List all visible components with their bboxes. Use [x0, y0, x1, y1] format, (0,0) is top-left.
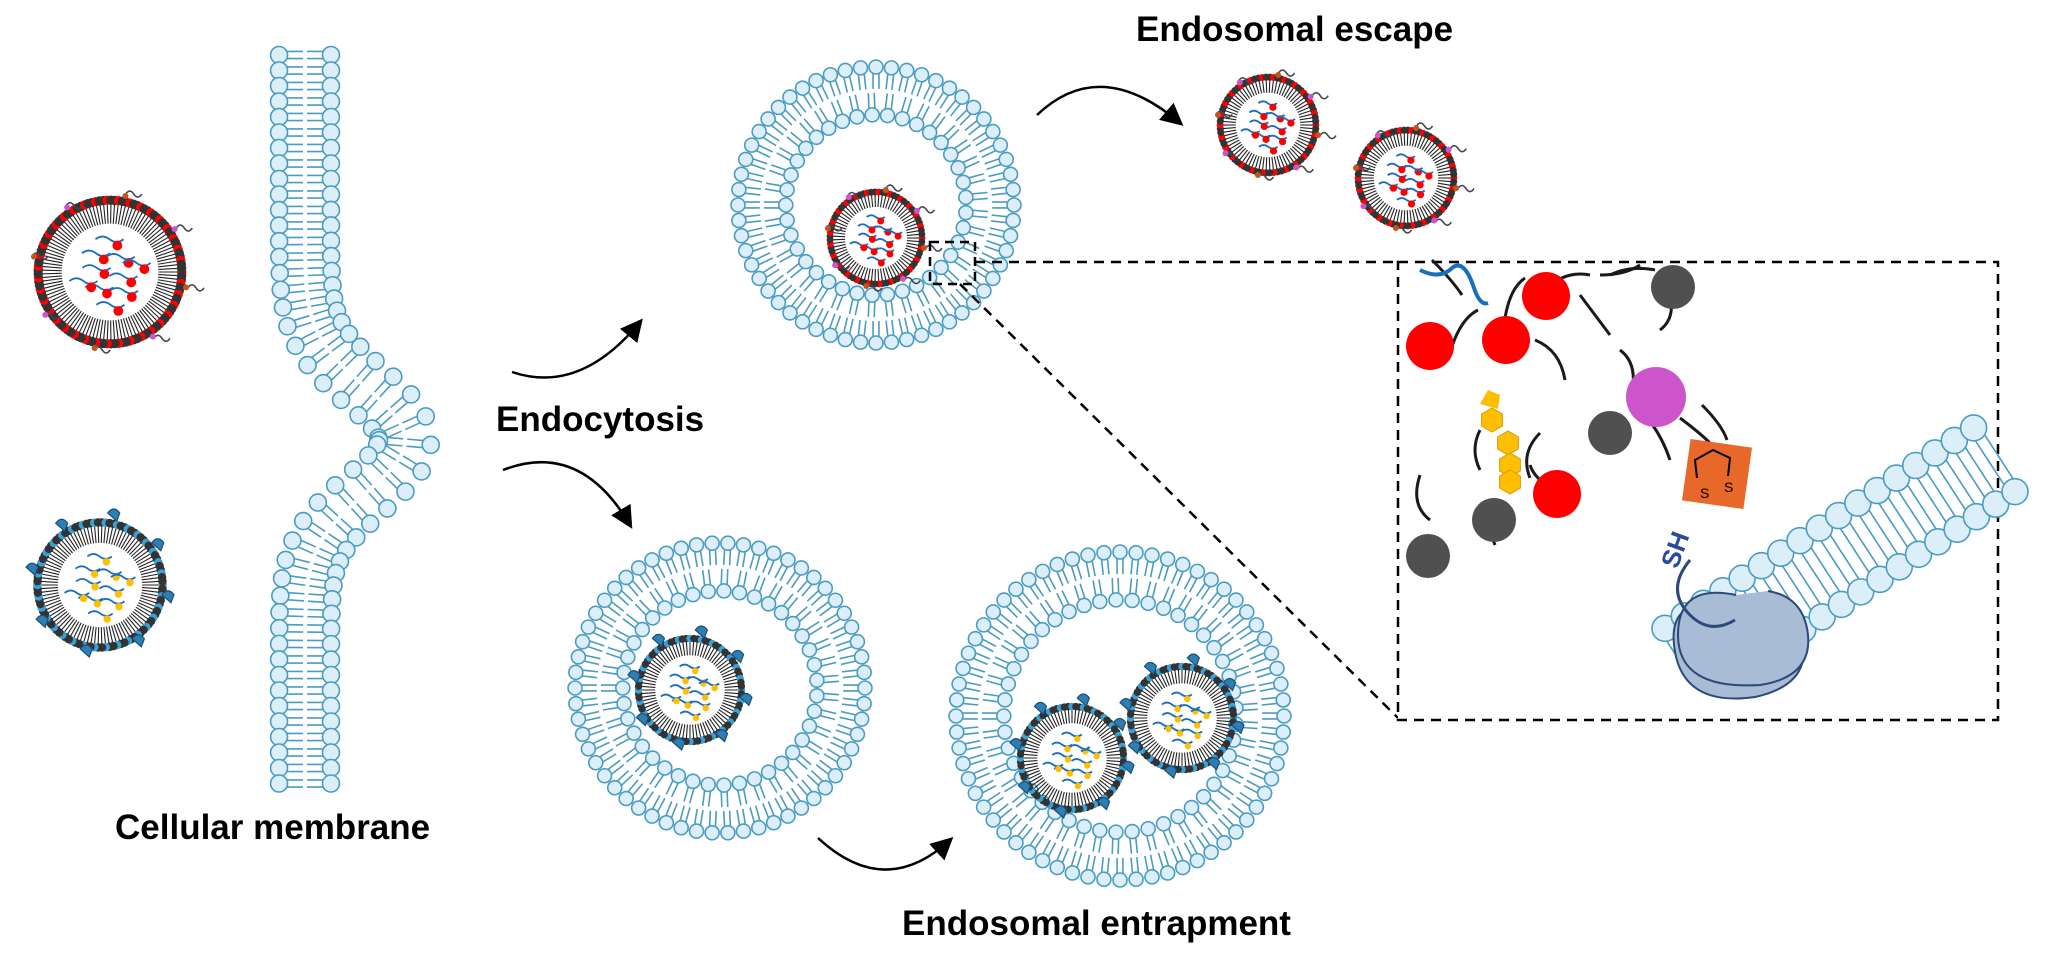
- ionizable-lipid-head-icon: [1406, 322, 1454, 370]
- label-endocytosis: Endocytosis: [496, 400, 705, 439]
- label-cellular-membrane: Cellular membrane: [115, 808, 431, 847]
- ionizable-lipid-head-icon: [1522, 272, 1570, 320]
- endosome-escape-vesicle-icon: [730, 59, 1022, 351]
- cholesterol-icon: [1481, 407, 1503, 433]
- curved-arrow-icon: [511, 318, 643, 379]
- helper-lipid-head-icon: [1472, 498, 1516, 542]
- curved-arrow-icon: [817, 836, 954, 871]
- ionizable-lipid-head-icon: [1533, 470, 1581, 518]
- peg-lipid-head-icon: [1626, 367, 1686, 427]
- label-endosomal-escape: Endosomal escape: [1136, 10, 1454, 49]
- helper-lipid-head-icon: [1406, 534, 1450, 578]
- escaped-nanoparticle-2-icon: [1352, 122, 1475, 234]
- lipid-nanoparticle-red-icon: [30, 190, 205, 354]
- zoom-guide-line: [959, 283, 1399, 719]
- cellular-membrane-bilayer: [269, 45, 441, 793]
- curved-arrow-icon: [1036, 85, 1184, 126]
- lipid-nanoparticle-blue-icon: [25, 508, 175, 659]
- label-endosomal-entrapment: Endosomal entrapment: [902, 904, 1291, 943]
- helper-lipid-head-icon: [1588, 411, 1632, 455]
- disulfide-group-icon: [1681, 438, 1753, 510]
- entrapped-nanoparticle-3-icon: [1119, 653, 1245, 780]
- escaped-nanoparticle-icon: [1214, 69, 1337, 181]
- disulfide-s-label: S: [1700, 485, 1709, 501]
- entrapped-nanoparticle-icon: [627, 625, 753, 752]
- mrna-strand-icon: [1419, 263, 1489, 306]
- disulfide-s-label: S: [1724, 479, 1733, 495]
- endosome-entrapment-vesicle-2-icon: [948, 544, 1292, 888]
- lipid-nanoparticle-in-endosome-icon: [824, 184, 943, 292]
- ionizable-lipid-head-icon: [1482, 316, 1530, 364]
- curved-arrow-icon: [502, 461, 633, 529]
- helper-lipid-head-icon: [1651, 265, 1695, 309]
- entrapped-nanoparticle-2-icon: [1009, 693, 1135, 820]
- endosome-entrapment-vesicle-icon: [567, 535, 873, 841]
